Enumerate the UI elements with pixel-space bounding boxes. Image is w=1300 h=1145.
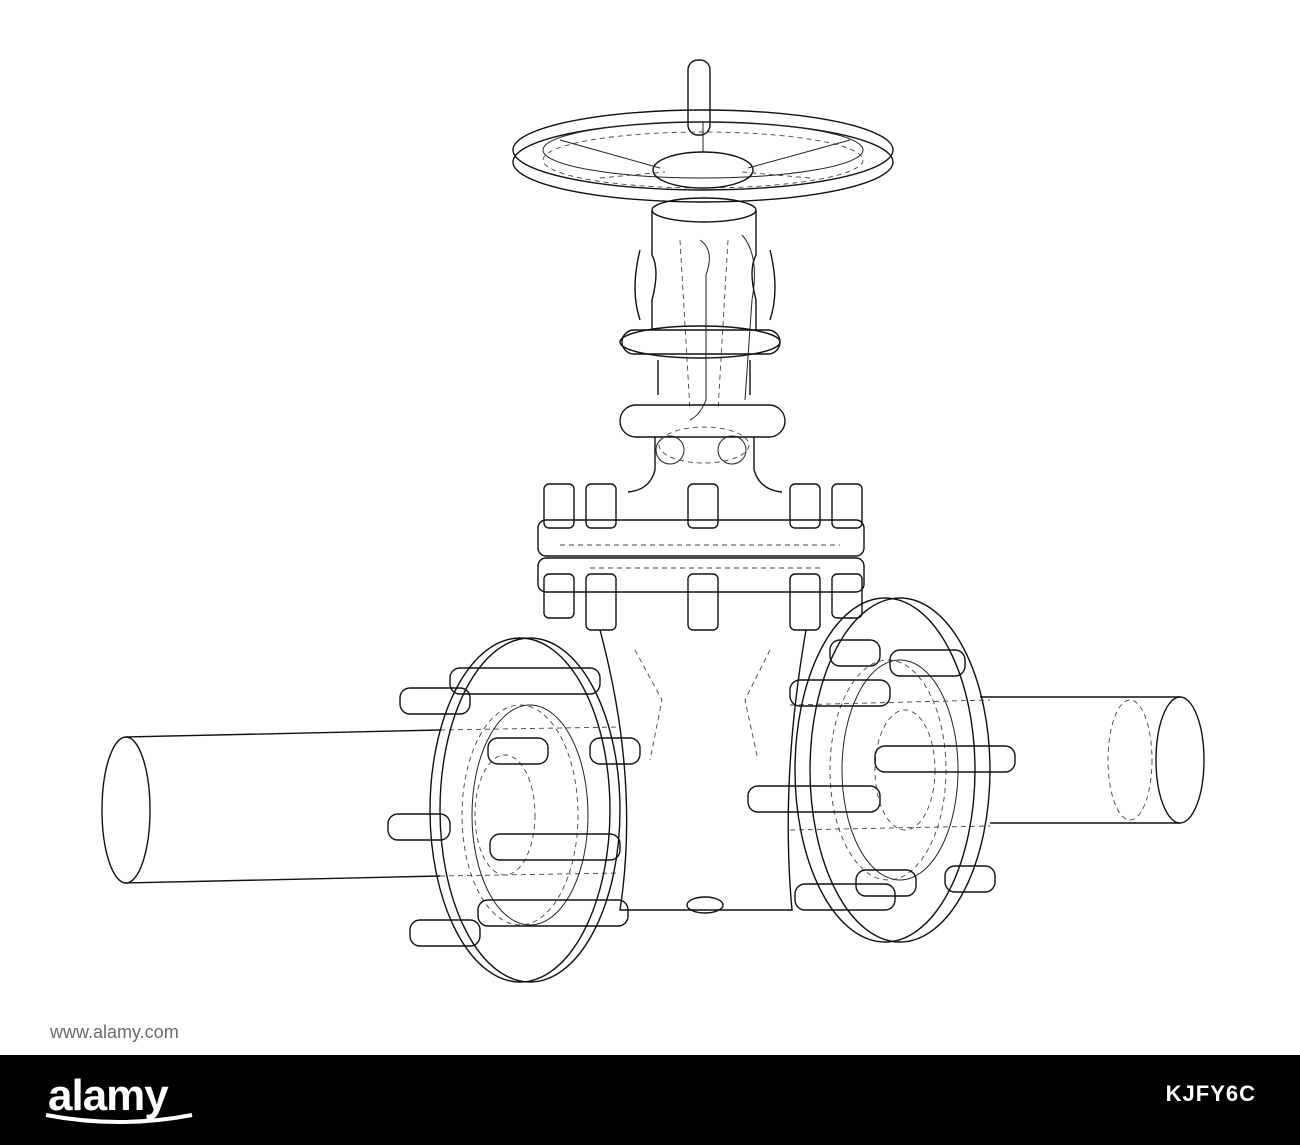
valve-bonnet: [619, 197, 786, 493]
left-flange-bolts: [387, 667, 641, 947]
right-pipe-flange: [747, 597, 1016, 943]
logo-underline-icon: [45, 1113, 193, 1124]
right-pipe: [789, 696, 1205, 831]
handwheel: [512, 109, 894, 203]
flange-bolts-top: [543, 483, 863, 529]
body-flange: [537, 483, 865, 631]
valve-body: [599, 629, 807, 914]
flange-bolts-bottom: [543, 573, 863, 631]
left-pipe-flange: [387, 637, 641, 983]
image-id: KJFY6C: [1165, 1081, 1256, 1106]
left-pipe: [101, 726, 621, 884]
valve-stem: [687, 59, 711, 136]
watermark-url: www.alamy.com: [50, 1022, 179, 1042]
footer-bar: alamy KJFY6C: [0, 1055, 1300, 1145]
alamy-logo: alamy: [48, 1071, 169, 1120]
gate-valve-wireframe-drawing: [101, 59, 1205, 983]
right-flange-bolts: [747, 639, 1016, 911]
